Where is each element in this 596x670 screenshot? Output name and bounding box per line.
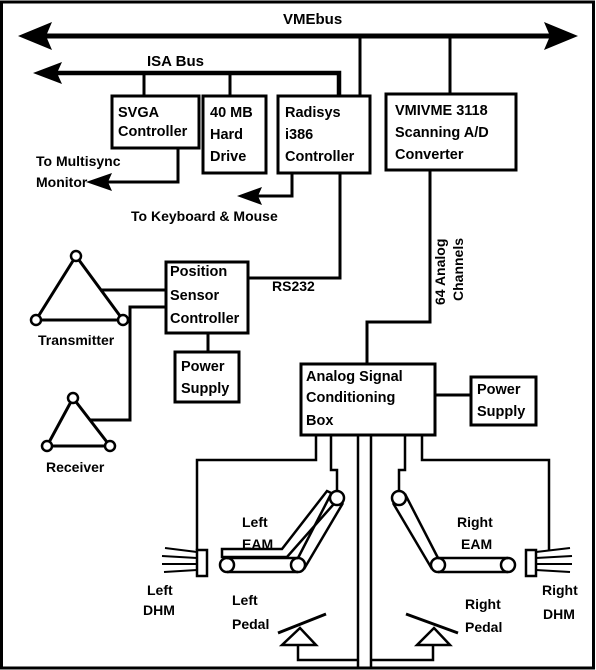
vmivme-converter-box: VMIVME 3118 Scanning A/D Converter bbox=[384, 92, 518, 172]
left-pedal-label-1: Left bbox=[232, 592, 258, 608]
hard-drive-line-3: Drive bbox=[210, 149, 246, 165]
analog-box-line-3: Box bbox=[306, 413, 333, 429]
hard-drive-box: 40 MB Hard Drive bbox=[201, 94, 268, 175]
left-eam-label-1: Left bbox=[242, 514, 268, 530]
right-eam: Right EAM bbox=[390, 489, 517, 574]
left-eam: Left EAM bbox=[218, 489, 346, 574]
right-dhm-label-2: DHM bbox=[543, 606, 575, 622]
analog-box-outputs bbox=[195, 435, 551, 668]
keyboard-label: To Keyboard & Mouse bbox=[131, 208, 278, 224]
radisys-line-1: Radisys bbox=[285, 105, 341, 121]
analog-box-line-1: Analog Signal bbox=[306, 369, 403, 385]
analog-signal-box: Analog Signal Conditioning Box bbox=[299, 362, 437, 437]
position-sensor-box: Position Sensor Controller bbox=[164, 260, 250, 335]
rs232-link bbox=[248, 173, 342, 280]
svga-monitor-link: To Multisync Monitor bbox=[36, 148, 180, 191]
analog-channels-line-2: Channels bbox=[450, 238, 466, 301]
left-dhm-label-1: Left bbox=[147, 582, 173, 598]
receiver: Receiver bbox=[40, 391, 117, 475]
vmivme-line-2: Scanning A/D bbox=[395, 125, 489, 141]
left-pedal-label-2: Pedal bbox=[232, 616, 269, 632]
left-eam-label-2: EAM bbox=[242, 536, 273, 552]
power-supply-right-line-1: Power bbox=[477, 382, 521, 398]
analog-channels-line-1: 64 Analog bbox=[432, 239, 448, 305]
monitor-label-1: To Multisync bbox=[36, 153, 121, 169]
power-supply-right-box: Power Supply bbox=[469, 375, 538, 427]
right-pedal: Right Pedal bbox=[405, 596, 502, 647]
left-dhm-label-2: DHM bbox=[143, 602, 175, 618]
transmitter: Transmitter bbox=[29, 249, 130, 348]
hard-drive-line-2: Hard bbox=[210, 127, 243, 143]
svga-line-1: SVGA bbox=[118, 105, 160, 121]
right-pedal-label-2: Pedal bbox=[465, 619, 502, 635]
analog-box-line-2: Conditioning bbox=[306, 390, 395, 406]
receiver-label: Receiver bbox=[46, 459, 105, 475]
position-sensor-line-1: Position bbox=[170, 264, 227, 280]
monitor-label-2: Monitor bbox=[36, 174, 88, 190]
right-dhm-label-1: Right bbox=[542, 582, 578, 598]
radisys-line-2: i386 bbox=[285, 127, 313, 143]
left-pedal: Left Pedal bbox=[232, 592, 327, 647]
isa-bus-label: ISA Bus bbox=[147, 53, 204, 70]
left-dhm: Left DHM bbox=[143, 547, 209, 618]
right-dhm: Right DHM bbox=[524, 547, 578, 622]
rs232-label: RS232 bbox=[272, 278, 315, 294]
svga-line-2: Controller bbox=[118, 124, 188, 140]
power-supply-left-line-1: Power bbox=[181, 359, 225, 375]
transmitter-label: Transmitter bbox=[38, 332, 115, 348]
radisys-keyboard-link: To Keyboard & Mouse bbox=[131, 173, 294, 224]
position-sensor-line-2: Sensor bbox=[170, 288, 220, 304]
svga-controller-box: SVGA Controller bbox=[110, 94, 201, 150]
isa-bus: ISA Bus bbox=[33, 53, 342, 97]
vme-bus: VMEbus bbox=[18, 11, 578, 50]
analog-channels-label: 64 Analog Channels bbox=[432, 238, 466, 305]
receiver-link bbox=[90, 305, 166, 422]
right-eam-label-2: EAM bbox=[461, 536, 492, 552]
power-supply-right-line-2: Supply bbox=[477, 404, 525, 420]
radisys-line-3: Controller bbox=[285, 149, 355, 165]
position-sensor-line-3: Controller bbox=[170, 311, 240, 327]
power-supply-left-box: Power Supply bbox=[173, 350, 241, 404]
vmivme-line-3: Converter bbox=[395, 147, 464, 163]
right-pedal-label-1: Right bbox=[465, 596, 501, 612]
vmivme-line-1: VMIVME 3118 bbox=[395, 103, 488, 119]
vme-bus-label: VMEbus bbox=[283, 11, 342, 28]
hard-drive-line-1: 40 MB bbox=[210, 105, 253, 121]
radisys-controller-box: Radisys i386 Controller bbox=[276, 94, 372, 175]
right-eam-label-1: Right bbox=[457, 514, 493, 530]
power-supply-left-line-2: Supply bbox=[181, 381, 229, 397]
analog-channels-link bbox=[365, 170, 432, 364]
